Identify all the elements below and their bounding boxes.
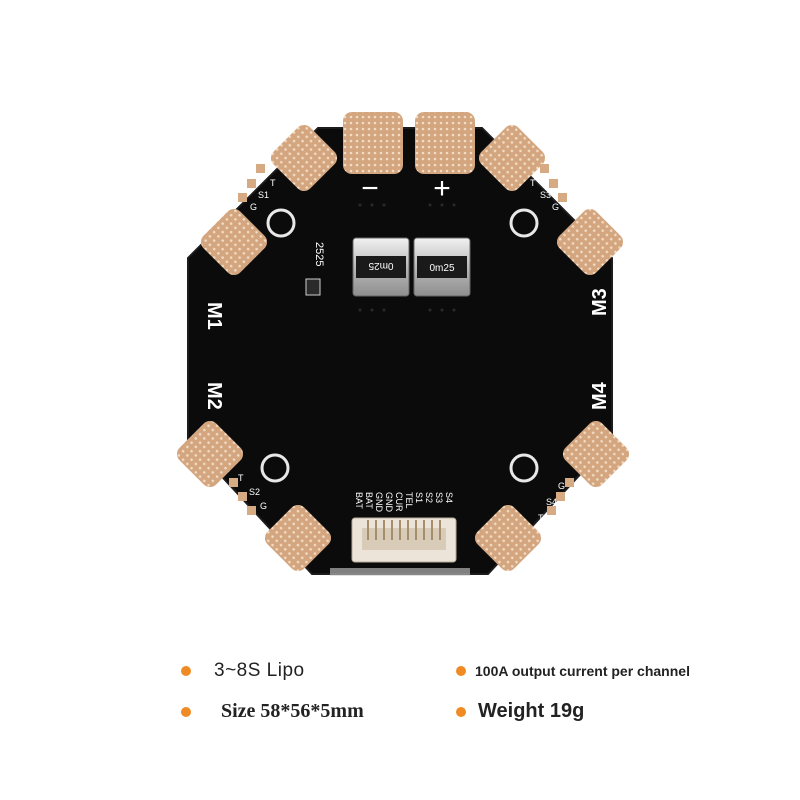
power-pads — [343, 112, 475, 174]
spec-size-text: Size 58*56*5mm — [221, 700, 364, 722]
pad-label-g-3: G — [552, 202, 559, 212]
resistor-marking-right: 0m25 — [429, 263, 454, 274]
pad-label-s3: S3 — [540, 190, 551, 200]
connector — [351, 517, 457, 563]
pcb-board-photo: − + M1 M2 M3 M4 2525 0m25 0m25 T S1 G T … — [176, 112, 630, 576]
motor-label-m3: M3 — [589, 288, 611, 316]
connector-pin-s2: S2 — [424, 492, 434, 503]
power-minus-label: − — [361, 172, 379, 205]
connector-pin-bat-1: BAT — [354, 492, 364, 509]
pad-label-s1: S1 — [258, 190, 269, 200]
connector-pin-tel: TEL — [404, 492, 414, 509]
pad-label-s2: S2 — [249, 487, 260, 497]
positive-pad — [415, 112, 475, 174]
connector-pin-s1: S1 — [414, 492, 424, 503]
spec-current: 100A output current per channel — [456, 663, 690, 679]
spec-weight: Weight 19g — [456, 700, 584, 723]
motor-pads — [176, 124, 630, 572]
spec-size: Size 58*56*5mm — [181, 700, 364, 723]
connector-pin-s4: S4 — [444, 492, 454, 503]
bullet-icon — [456, 706, 466, 717]
connector-pin-cur: CUR — [394, 492, 404, 512]
spec-current-text: 100A output current per channel — [475, 663, 690, 679]
shunt-resistors — [352, 237, 471, 297]
pad-label-t-3: T — [530, 178, 536, 188]
pad-label-s4: S4 — [546, 497, 557, 507]
pad-label-t-2: T — [238, 473, 244, 483]
negative-pad — [343, 112, 403, 174]
bullet-icon — [181, 666, 191, 676]
pad-label-g-2: G — [260, 501, 267, 511]
spec-voltage: 3~8S Lipo — [181, 660, 305, 682]
mounting-holes — [260, 208, 539, 483]
pad-label-t-4: T — [538, 513, 544, 523]
pad-label-t-1: T — [270, 178, 276, 188]
pad-label-g-1: G — [250, 202, 257, 212]
spec-weight-text: Weight 19g — [478, 700, 585, 722]
pad-label-g-4: G — [558, 481, 565, 491]
chip-marking: 2525 — [313, 242, 325, 266]
signal-pads — [229, 164, 574, 515]
motor-label-m4: M4 — [589, 381, 611, 410]
bullet-icon — [456, 666, 466, 676]
vias — [358, 203, 456, 312]
connector-pin-gnd-1: GND — [374, 492, 384, 513]
connector-pin-gnd-2: GND — [384, 492, 394, 513]
power-plus-label: + — [433, 172, 451, 205]
spec-voltage-text: 3~8S Lipo — [214, 660, 305, 681]
motor-label-m2: M2 — [203, 382, 225, 410]
connector-pin-bat-2: BAT — [364, 492, 374, 509]
connector-pin-s3: S3 — [434, 492, 444, 503]
ic-chip — [305, 278, 321, 296]
bullet-icon — [181, 706, 191, 717]
resistor-marking-left: 0m25 — [368, 260, 393, 271]
motor-label-m1: M1 — [203, 302, 225, 330]
